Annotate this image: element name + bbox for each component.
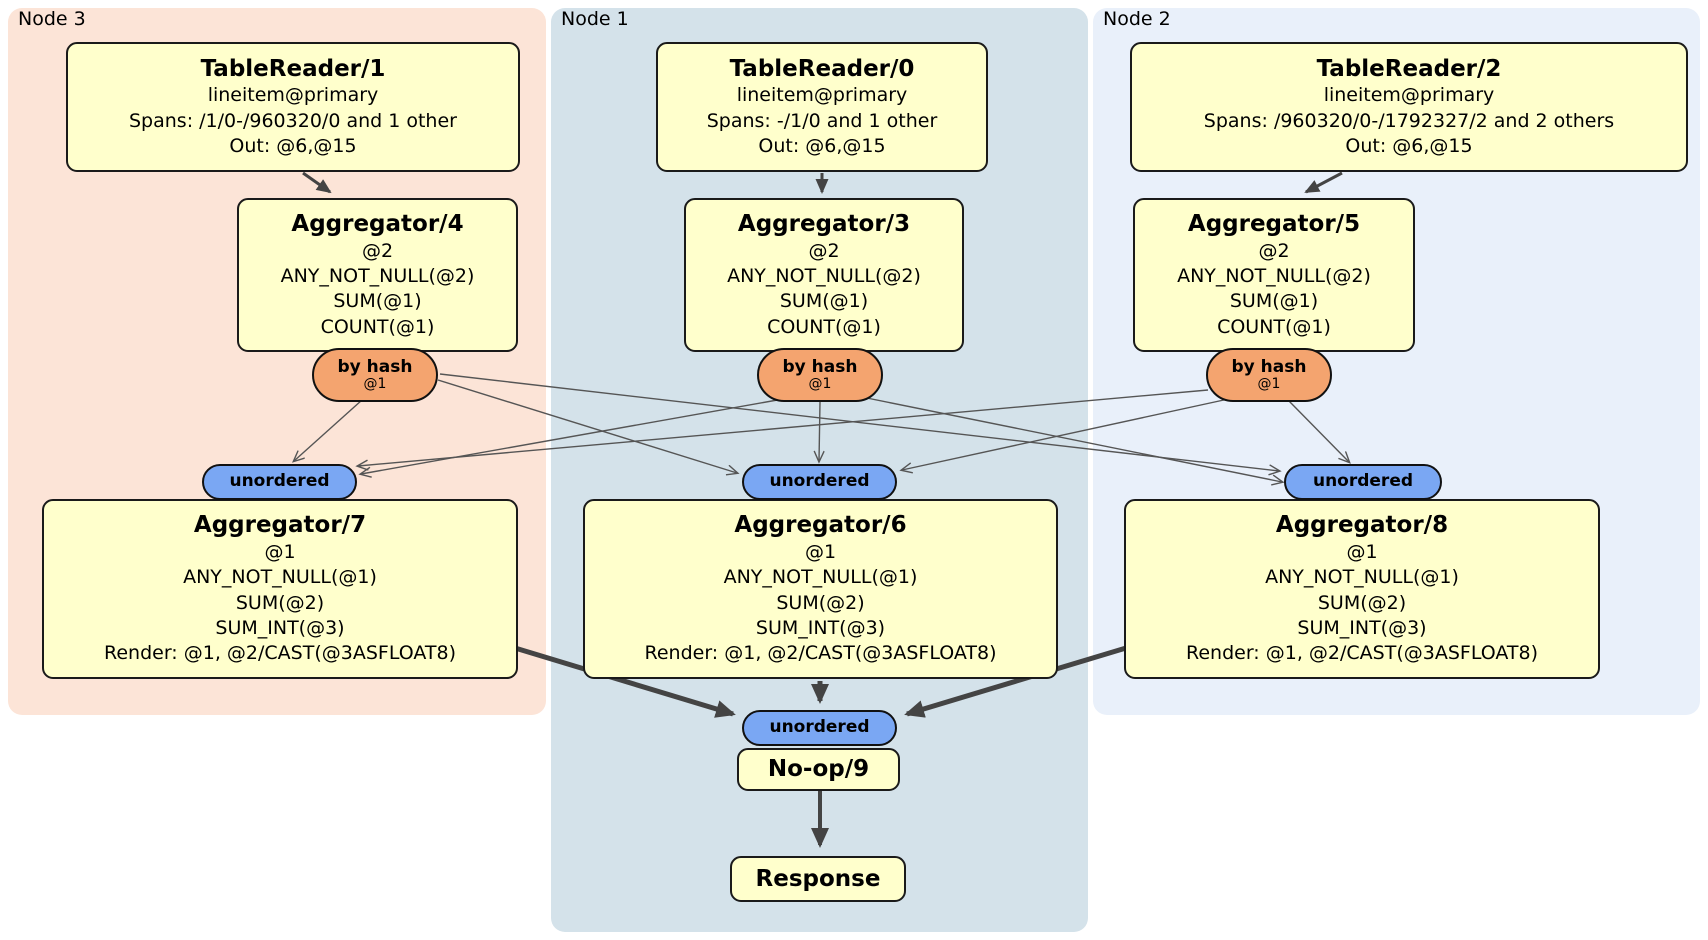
edge-tablereader1-aggregator4 <box>302 171 332 194</box>
processor-noop-9: No-op/9 <box>737 748 900 791</box>
router-label: by hash <box>1231 356 1307 377</box>
stream-label: unordered <box>769 471 870 492</box>
processor-response: Response <box>730 856 906 902</box>
processor-tablereader-2: TableReader/2 lineitem@primary Spans: /9… <box>1130 42 1688 172</box>
router-by-hash-node2: by hash @1 <box>1206 348 1332 402</box>
processor-detail: SUM_INT(@3) <box>215 617 345 639</box>
edge-tablereader2-aggregator5 <box>1304 171 1343 194</box>
processor-title: Aggregator/6 <box>734 512 907 539</box>
processor-title: No-op/9 <box>767 756 870 783</box>
processor-detail: lineitem@primary <box>736 84 908 107</box>
processor-detail: COUNT(@1) <box>767 315 881 338</box>
processor-detail: Render: @1, @2/CAST(@3ASFLOAT8) <box>644 642 997 665</box>
edge-hash3-unordered1 <box>437 379 737 473</box>
processor-aggregator-6: Aggregator/6 @1 ANY_NOT_NULL(@1) SUM(@2)… <box>583 499 1058 679</box>
processor-detail: Render: @1, @2/CAST(@3ASFLOAT8) <box>104 642 456 665</box>
processor-tablereader-0: TableReader/0 lineitem@primary Spans: -/… <box>656 42 988 172</box>
processor-detail: Out: @6,@15 <box>1345 135 1473 157</box>
processor-detail: Spans: /1/0-/960320/0 and 1 other <box>129 109 457 132</box>
processor-title: Response <box>755 865 881 892</box>
processor-detail: @1 <box>1346 541 1378 564</box>
processor-title: Aggregator/4 <box>291 211 464 238</box>
edge-aggregator7-unordered-final <box>514 645 736 718</box>
processor-title: TableReader/2 <box>1316 55 1502 82</box>
processor-detail: @2 <box>1258 239 1290 262</box>
router-by-hash-node1: by hash @1 <box>757 348 883 402</box>
processor-detail: SUM_INT(@3) <box>755 617 886 639</box>
stream-label: unordered <box>769 717 870 738</box>
processor-detail: ANY_NOT_NULL(@2) <box>1177 265 1371 288</box>
edge-hash1-unordered3 <box>361 398 784 474</box>
processor-title: Aggregator/5 <box>1187 211 1361 238</box>
edge-hash1-unordered2 <box>856 395 1282 482</box>
processor-title: TableReader/0 <box>729 55 915 82</box>
processor-detail: SUM(@2) <box>235 591 325 614</box>
processor-detail: SUM_INT(@3) <box>1297 617 1427 639</box>
processor-detail: @2 <box>808 239 840 262</box>
router-label: by hash <box>782 356 858 377</box>
stream-label: unordered <box>1312 471 1414 492</box>
processor-aggregator-5: Aggregator/5 @2 ANY_NOT_NULL(@2) SUM(@1)… <box>1133 198 1415 352</box>
processor-detail: Render: @1, @2/CAST(@3ASFLOAT8) <box>1186 642 1538 665</box>
edge-hash2-unordered1 <box>902 397 1234 470</box>
router-by-hash-node3: by hash @1 <box>312 348 438 402</box>
router-label: by hash <box>337 356 413 377</box>
processor-detail: @2 <box>361 239 394 262</box>
stream-unordered-node1: unordered <box>742 464 897 500</box>
router-detail: @1 <box>363 376 387 393</box>
edge-hash1-unordered1 <box>819 401 820 461</box>
panel-node2-label: Node 2 <box>1103 8 1171 30</box>
edge-hash2-unordered3 <box>358 389 1209 466</box>
router-detail: @1 <box>808 376 832 393</box>
processor-detail: Out: @6,@15 <box>758 135 886 157</box>
processor-detail: SUM(@2) <box>776 591 865 614</box>
processor-aggregator-8: Aggregator/8 @1 ANY_NOT_NULL(@1) SUM(@2)… <box>1124 499 1600 679</box>
processor-detail: Spans: /960320/0-/1792327/2 and 2 others <box>1203 109 1615 132</box>
processor-detail: ANY_NOT_NULL(@1) <box>1265 566 1459 589</box>
edge-hash3-unordered3 <box>294 399 363 461</box>
stream-unordered-node2: unordered <box>1284 464 1442 500</box>
processor-detail: lineitem@primary <box>207 84 379 107</box>
processor-detail: SUM(@1) <box>1229 290 1319 313</box>
panel-node1-label: Node 1 <box>561 8 629 30</box>
processor-detail: SUM(@2) <box>1317 591 1407 614</box>
processor-detail: Spans: -/1/0 and 1 other <box>706 109 938 132</box>
processor-detail: SUM(@1) <box>333 290 422 313</box>
edge-hash3-unordered2 <box>439 373 1279 471</box>
router-detail: @1 <box>1257 376 1281 393</box>
processor-aggregator-4: Aggregator/4 @2 ANY_NOT_NULL(@2) SUM(@1)… <box>237 198 518 352</box>
stream-unordered-node3: unordered <box>202 464 357 500</box>
processor-detail: COUNT(@1) <box>1217 315 1331 338</box>
stream-unordered-final: unordered <box>742 710 897 746</box>
edge-hash2-unordered2 <box>1287 399 1349 462</box>
processor-detail: ANY_NOT_NULL(@2) <box>727 265 921 288</box>
edge-aggregator8-unordered-final <box>904 645 1127 718</box>
processor-title: TableReader/1 <box>200 55 386 82</box>
stream-label: unordered <box>229 471 330 492</box>
processor-title: Aggregator/8 <box>1275 512 1449 539</box>
processor-detail: ANY_NOT_NULL(@2) <box>280 265 475 288</box>
processor-detail: ANY_NOT_NULL(@1) <box>183 566 377 589</box>
processor-tablereader-1: TableReader/1 lineitem@primary Spans: /1… <box>66 42 520 172</box>
processor-aggregator-3: Aggregator/3 @2 ANY_NOT_NULL(@2) SUM(@1)… <box>684 198 964 352</box>
processor-detail: @1 <box>804 541 837 564</box>
processor-title: Aggregator/7 <box>193 512 367 539</box>
panel-node3-label: Node 3 <box>18 8 86 30</box>
processor-detail: @1 <box>264 541 296 564</box>
processor-detail: COUNT(@1) <box>320 315 435 338</box>
processor-detail: SUM(@1) <box>779 290 869 313</box>
processor-detail: Out: @6,@15 <box>229 135 357 157</box>
processor-title: Aggregator/3 <box>737 211 911 238</box>
processor-detail: ANY_NOT_NULL(@1) <box>723 566 918 589</box>
processor-detail: lineitem@primary <box>1323 84 1495 107</box>
processor-aggregator-7: Aggregator/7 @1 ANY_NOT_NULL(@1) SUM(@2)… <box>42 499 518 679</box>
